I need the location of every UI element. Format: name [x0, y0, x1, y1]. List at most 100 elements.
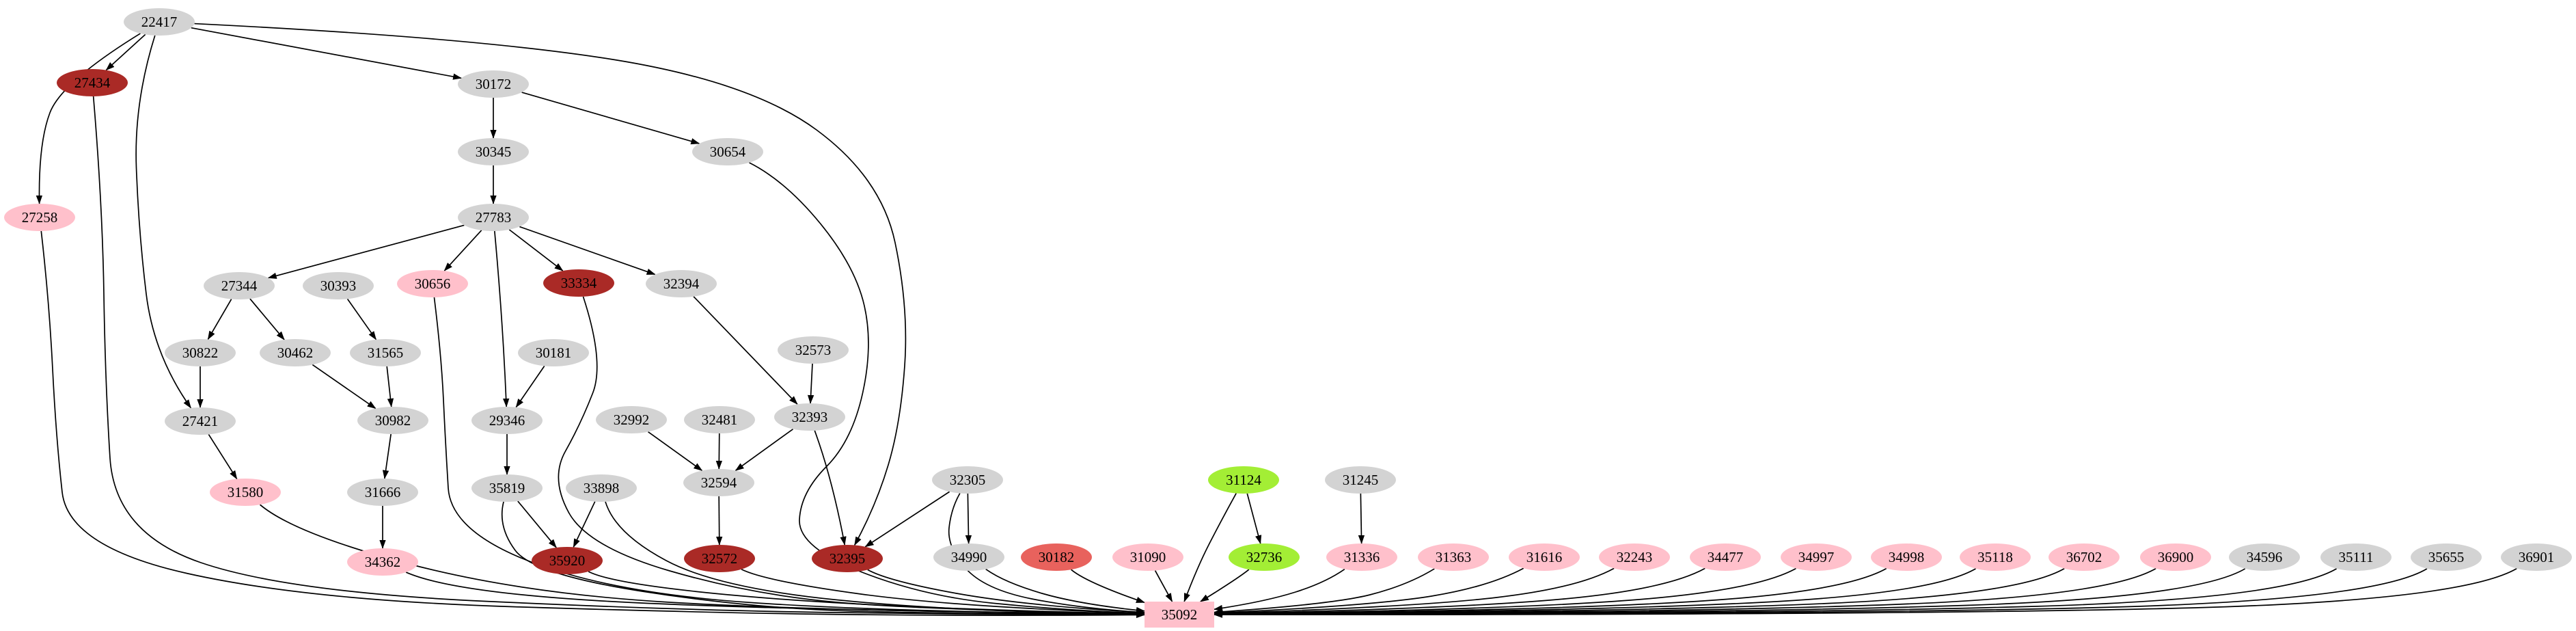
graph-edge-35118-to-35092 [1214, 568, 1977, 618]
graph-node-35092: 35092 [1145, 602, 1214, 628]
graph-edge-30182-to-35092 [1071, 569, 1145, 604]
graph-edge-30393-to-31565 [346, 298, 377, 340]
graph-edge-27258-to-35092 [40, 230, 1145, 619]
graph-node-34998: 34998 [1871, 543, 1942, 571]
node-ellipse-shape [646, 270, 717, 297]
graph-node-36900: 36900 [2140, 543, 2211, 571]
graph-node-27344: 27344 [204, 272, 275, 299]
node-ellipse-shape [165, 407, 236, 435]
graph-node-34990: 34990 [933, 543, 1004, 571]
graph-node-31336: 31336 [1326, 543, 1397, 571]
graph-edge-36901-to-35092 [1214, 567, 2517, 618]
graph-node-32481: 32481 [684, 406, 755, 433]
graph-edge-31090-to-35092 [1154, 570, 1173, 602]
node-label: 30462 [277, 345, 314, 361]
graph-node-27783: 27783 [458, 204, 529, 231]
graph-edge-31336-to-35092 [1214, 568, 1345, 612]
node-ellipse-shape [532, 547, 603, 574]
graph-edge-35920-to-35092 [588, 571, 1145, 617]
graph-edge-30982-to-31666 [382, 433, 392, 479]
node-label: 32395 [830, 550, 866, 567]
node-ellipse-shape [683, 469, 754, 496]
graph-node-32572: 32572 [684, 545, 755, 572]
graph-node-35920: 35920 [532, 547, 603, 574]
node-label: 29346 [489, 412, 525, 429]
node-ellipse-shape [812, 545, 883, 572]
graph-edge-32992-to-32594 [648, 431, 703, 472]
node-label: 32573 [795, 342, 832, 358]
node-ellipse-shape [692, 138, 763, 165]
graph-node-29346: 29346 [471, 407, 543, 434]
node-box-shape [1145, 602, 1214, 628]
node-label: 30656 [415, 276, 451, 292]
graph-node-27434: 27434 [57, 69, 128, 96]
graph-edge-32573-to-32393 [807, 363, 814, 404]
graph-edge-27783-to-27344 [267, 224, 465, 279]
graph-edge-30172-to-30654 [521, 92, 700, 145]
graph-edge-27434-to-35092 [92, 96, 1145, 618]
node-ellipse-shape [778, 336, 849, 364]
node-ellipse-shape [210, 479, 281, 506]
node-label: 30822 [182, 345, 219, 361]
node-ellipse-shape [303, 272, 374, 299]
node-label: 32736 [1246, 549, 1283, 565]
node-label: 34362 [365, 554, 401, 570]
node-ellipse-shape [1418, 543, 1489, 571]
node-label: 31616 [1526, 549, 1563, 565]
node-ellipse-shape [1960, 543, 2031, 571]
graph-node-32594: 32594 [683, 469, 754, 496]
graph-edge-31124-to-32736 [1246, 493, 1262, 544]
graph-edge-32481-to-32594 [715, 433, 723, 470]
node-ellipse-shape [684, 545, 755, 572]
node-ellipse-shape [350, 339, 421, 366]
node-ellipse-shape [397, 270, 468, 297]
node-label: 34998 [1889, 549, 1925, 565]
graph-node-30462: 30462 [260, 339, 331, 366]
node-label: 27344 [221, 278, 258, 294]
node-label: 35819 [489, 480, 525, 496]
graph-edge-27783-to-29346 [493, 230, 510, 407]
graph-edge-32393-to-32395 [814, 430, 847, 546]
graph-node-31565: 31565 [350, 339, 421, 366]
graph-edge-34990-to-35092 [985, 568, 1145, 614]
graph-node-31616: 31616 [1509, 543, 1580, 571]
node-ellipse-shape [1599, 543, 1670, 571]
graph-edge-22417-to-27434 [105, 33, 146, 71]
node-ellipse-shape [165, 339, 236, 366]
node-label: 27421 [182, 413, 219, 429]
node-label: 31580 [228, 484, 264, 500]
node-label: 30181 [536, 345, 572, 361]
graph-node-32243: 32243 [1599, 543, 1670, 571]
graph-node-30181: 30181 [518, 339, 589, 366]
node-ellipse-shape [543, 269, 614, 297]
node-label: 34477 [1708, 549, 1744, 565]
node-ellipse-shape [124, 8, 195, 36]
graph-node-32395: 32395 [812, 545, 883, 572]
node-ellipse-shape [518, 339, 589, 366]
node-ellipse-shape [2229, 543, 2300, 571]
node-ellipse-shape [2140, 543, 2211, 571]
node-label: 31090 [1130, 549, 1166, 565]
node-ellipse-shape [1690, 543, 1761, 571]
node-label: 32481 [702, 412, 738, 428]
graph-node-34477: 34477 [1690, 543, 1761, 571]
graph-node-27421: 27421 [165, 407, 236, 435]
graph-edge-34997-to-35092 [1214, 567, 1796, 617]
graph-edge-31616-to-35092 [1214, 567, 1524, 616]
node-ellipse-shape [1325, 466, 1396, 494]
graph-node-34997: 34997 [1781, 543, 1852, 571]
node-label: 32572 [702, 550, 738, 567]
node-label: 27783 [476, 209, 512, 226]
node-ellipse-shape [1208, 466, 1279, 494]
node-label: 34990 [951, 549, 987, 565]
graph-node-35111: 35111 [2320, 543, 2392, 571]
graph-edge-32393-to-32594 [735, 428, 794, 472]
graph-node-33898: 33898 [566, 474, 637, 502]
node-ellipse-shape [260, 339, 331, 366]
graph-edge-35819-to-35920 [517, 500, 557, 548]
graph-edge-27344-to-30462 [249, 298, 285, 340]
node-ellipse-shape [471, 474, 543, 502]
graph-edge-30462-to-30982 [312, 364, 376, 410]
graph-edge-27421-to-31580 [208, 433, 238, 480]
node-label: 31666 [365, 484, 401, 500]
